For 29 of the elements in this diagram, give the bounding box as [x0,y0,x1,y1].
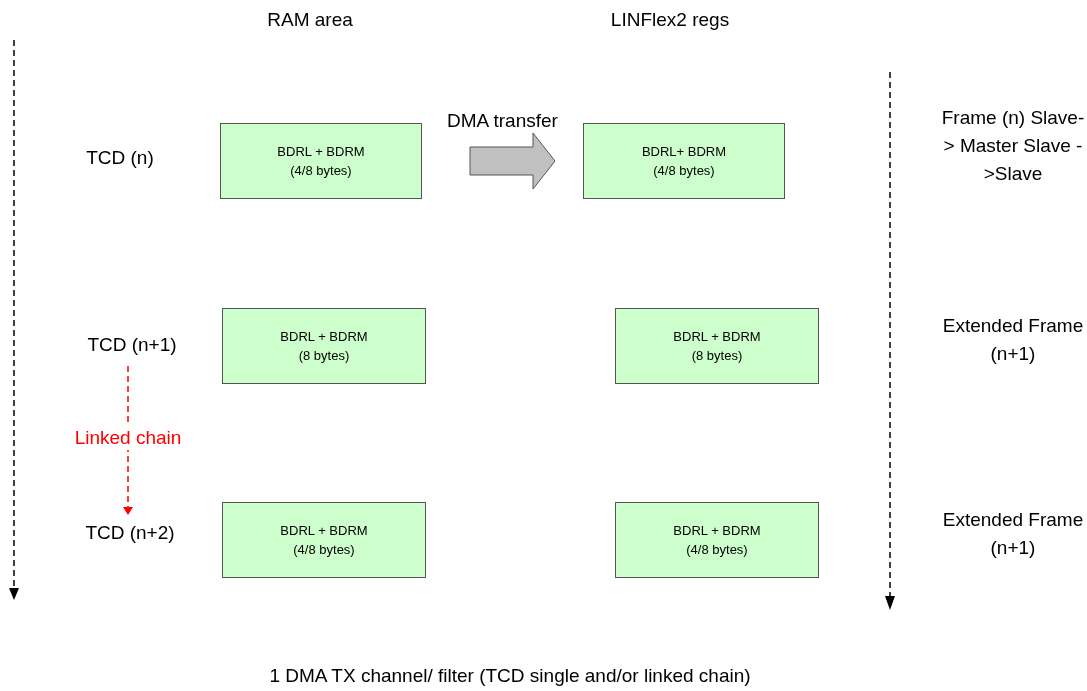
byte-count: (4/8 bytes) [686,541,748,559]
register-name: BDRL + BDRM [280,328,368,346]
byte-count: (8 bytes) [691,347,743,365]
block-arrow [469,132,556,190]
text-label: LINFlex2 regs [610,8,730,32]
byte-count: (4/8 bytes) [293,541,355,559]
register-box [615,502,819,578]
text-label: Extended Frame (n+1) [941,508,1085,560]
byte-count: (4/8 bytes) [653,162,715,180]
tcd-label: TCD (n+1) [87,332,177,357]
register-name: BDRL + BDRM [673,522,761,540]
register-box [220,123,422,199]
text-label: Frame (n) Slave-> Master Slave ->Slave [940,106,1086,186]
caption: 1 DMA TX channel/ filter (TCD single and/or linked chain) [269,664,751,688]
text-label: Extended Frame (n+1) [941,314,1085,366]
byte-count: (8 bytes) [298,347,350,365]
register-box [615,308,819,384]
register-name: BDRL + BDRM [277,143,365,161]
register-box [222,502,426,578]
text-label: TCD (n) [86,146,154,170]
text-label: RAM area [267,8,353,32]
register-box [583,123,785,199]
register-box [222,308,426,384]
register-name: BDRL+ BDRM [641,143,727,161]
register-name: BDRL + BDRM [280,522,368,540]
tcd-label: TCD (n+2) [85,520,175,545]
arrow [123,365,133,515]
byte-count: (4/8 bytes) [290,162,352,180]
register-name: BDRL + BDRM [673,328,761,346]
